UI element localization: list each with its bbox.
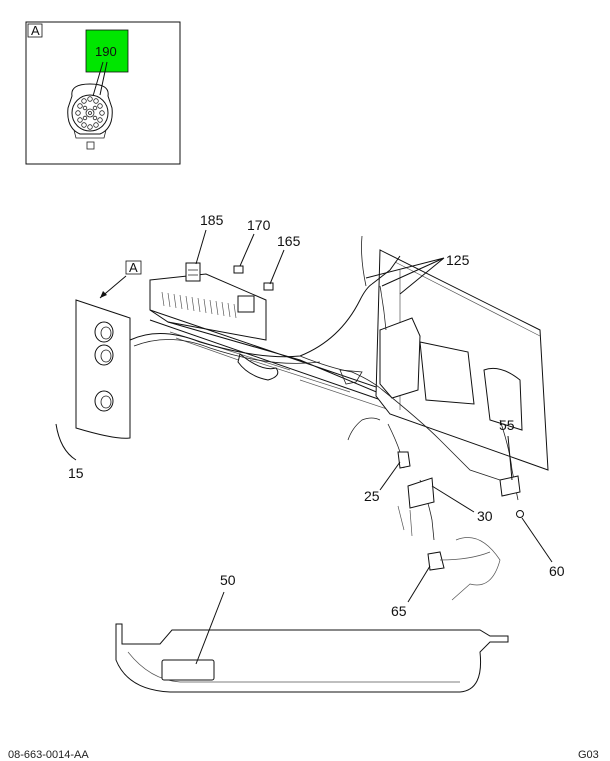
callout-185[interactable]: 185 bbox=[200, 212, 224, 228]
inset-view-a: A 190 bbox=[25, 21, 181, 165]
callouts: 185 170 165 125 15 55 25 30 60 50 65 bbox=[55, 212, 565, 665]
instrument-panel-assembly: A bbox=[75, 235, 549, 601]
rotary-knobs bbox=[94, 321, 114, 412]
connector-185-detail bbox=[188, 269, 198, 276]
leader-65 bbox=[407, 565, 431, 603]
callout-170[interactable]: 170 bbox=[247, 217, 271, 233]
callout-30[interactable]: 30 bbox=[477, 508, 493, 524]
leader-25 bbox=[379, 461, 401, 491]
callout-60[interactable]: 60 bbox=[549, 563, 565, 579]
gauge-housing-3 bbox=[483, 367, 523, 431]
gauge-housing-2 bbox=[419, 341, 475, 405]
left-switch-panel bbox=[75, 299, 131, 439]
part-50-label-plate bbox=[161, 659, 215, 681]
sheet-code: G03 bbox=[578, 749, 599, 761]
pedal-link bbox=[439, 551, 491, 561]
part-60-grommet[interactable] bbox=[516, 510, 524, 518]
main-view-letter-box bbox=[125, 260, 142, 275]
drawing-number: 08-663-0014-AA bbox=[8, 749, 89, 761]
callout-125[interactable]: 125 bbox=[446, 252, 470, 268]
leader-30 bbox=[431, 485, 475, 513]
callout-25[interactable]: 25 bbox=[364, 488, 380, 504]
callout-15[interactable]: 15 bbox=[68, 465, 84, 481]
beam-bracket bbox=[237, 353, 279, 381]
gauge-housing-1 bbox=[379, 317, 421, 399]
leader-55 bbox=[507, 435, 513, 481]
connector-face bbox=[67, 83, 113, 150]
leader-15 bbox=[55, 423, 77, 461]
part-165-terminal[interactable] bbox=[263, 282, 274, 291]
callout-190-leader bbox=[92, 61, 108, 97]
main-view-letter: A bbox=[129, 260, 138, 275]
part-25-sensor[interactable] bbox=[397, 451, 411, 469]
leader-165 bbox=[269, 249, 285, 285]
part-185-connector[interactable] bbox=[185, 262, 201, 282]
part-65-sensor[interactable] bbox=[427, 551, 445, 571]
callout-190-box[interactable] bbox=[85, 29, 129, 73]
housing-vents bbox=[161, 291, 237, 319]
inset-view-letter-box bbox=[27, 23, 43, 38]
callout-50[interactable]: 50 bbox=[220, 572, 236, 588]
pedal-bracket bbox=[451, 537, 501, 601]
wire-harness bbox=[129, 235, 519, 541]
leader-50 bbox=[195, 591, 225, 665]
housing-switch bbox=[237, 295, 255, 313]
part-170-terminal[interactable] bbox=[233, 265, 244, 274]
view-a-arrowhead bbox=[100, 291, 107, 298]
inset-view-letter: A bbox=[31, 23, 40, 38]
leader-170 bbox=[239, 233, 255, 267]
callout-190[interactable]: 190 bbox=[95, 44, 117, 59]
leader-60 bbox=[521, 517, 553, 563]
leader-125 bbox=[365, 257, 445, 295]
callout-55[interactable]: 55 bbox=[499, 417, 515, 433]
callout-165[interactable]: 165 bbox=[277, 233, 301, 249]
leader-185 bbox=[195, 229, 207, 265]
callout-65[interactable]: 65 bbox=[391, 603, 407, 619]
part-55-switch[interactable] bbox=[499, 475, 521, 497]
part-30-module[interactable] bbox=[407, 477, 435, 509]
part-50-assembly[interactable] bbox=[115, 623, 509, 693]
beam-detail bbox=[169, 331, 421, 421]
part-50-inner-line bbox=[127, 651, 460, 683]
module-30-bracket bbox=[397, 505, 413, 537]
